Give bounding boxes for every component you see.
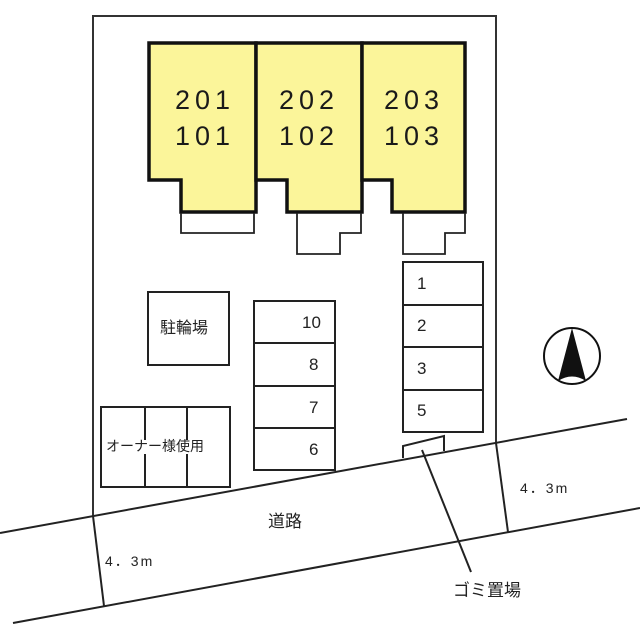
stall-7: 7 [309,398,319,417]
road-width-right: 4．3m [520,480,570,496]
bicycle-parking-label: 駐輪場 [160,318,209,337]
road-edge-upper [0,418,628,534]
porches [180,213,466,255]
unit-lower: 103 [383,121,445,151]
building-units [147,41,467,214]
garbage-leader-line [421,449,472,573]
porch-2 [296,213,362,255]
north-arrow-icon [543,327,601,385]
stall-2: 2 [417,316,427,335]
stall-1: 1 [417,274,427,293]
stall-5: 5 [417,401,427,420]
unit-upper: 202 [278,85,340,115]
unit-label-201: 201 101 [155,82,255,154]
garbage-label: ゴミ置場 [453,581,521,601]
parking-left-column [253,300,336,471]
owner-parking-label: オーナー様使用 [106,439,204,455]
unit-label-202: 202 102 [259,82,359,154]
stall-8: 8 [309,355,319,374]
lot-boundary [92,15,497,516]
unit-lower: 101 [174,121,236,151]
road-width-left: 4．3m [105,553,155,569]
unit-upper: 203 [383,85,445,115]
road-edge-lower [12,507,640,624]
stall-10: 10 [302,313,321,332]
unit-lower: 102 [278,121,340,151]
stall-3: 3 [417,359,427,378]
garbage-area [402,434,445,458]
stall-6: 6 [309,440,319,459]
unit-label-203: 203 103 [364,82,464,154]
porch-1 [180,213,255,234]
porch-3 [402,213,466,255]
road-width-line-left [92,515,105,607]
road-label: 道路 [268,512,302,532]
parking-right-column [402,261,484,433]
road-width-line-right [495,442,509,533]
unit-203-103 [360,41,467,214]
unit-upper: 201 [174,85,236,115]
bicycle-parking-area [147,291,230,366]
